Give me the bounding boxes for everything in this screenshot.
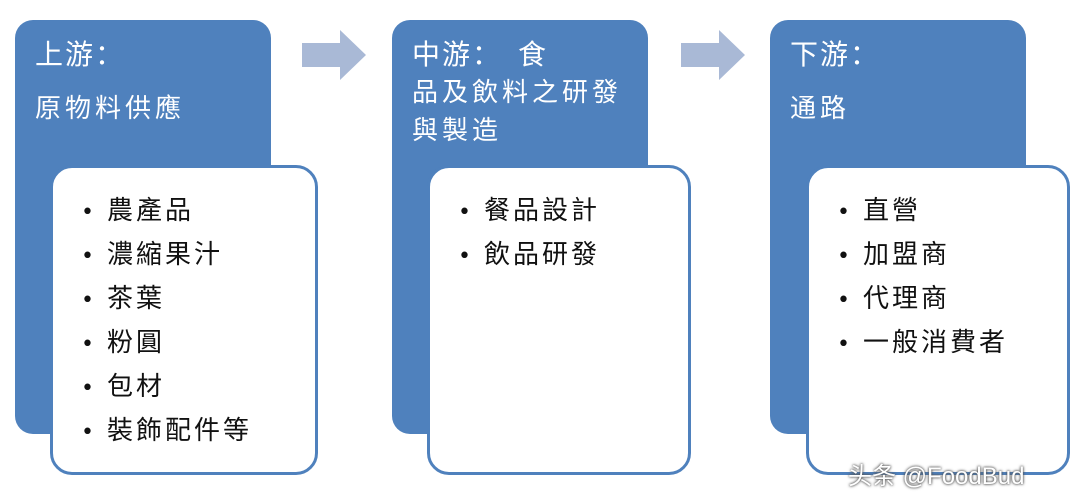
bullet-icon: • [81,376,97,401]
list-item: •茶葉 [81,278,315,322]
bullet-icon: • [837,244,853,269]
midstream-title: 中游： 食 [412,38,549,71]
bullet-icon: • [81,200,97,225]
downstream-item-list: •直營 •加盟商 •代理商 •一般消費者 [809,168,1067,366]
list-item: •粉圓 [81,322,315,366]
list-item: •濃縮果汁 [81,234,315,278]
upstream-subtitle: 原物料供應 [35,94,186,124]
downstream-subtitle: 通路 [790,94,851,124]
upstream-title: 上游： [35,38,126,71]
upstream-item-list: •農產品 •濃縮果汁 •茶葉 •粉圓 •包材 •裝飾配件等 [53,168,315,454]
bullet-icon: • [81,332,97,357]
bullet-icon: • [81,288,97,313]
midstream-item-list: •餐品設計 •飲品研發 [430,168,688,278]
bullet-icon: • [81,244,97,269]
watermark: 头条 @FoodBud [848,463,1025,490]
midstream-items-card: •餐品設計 •飲品研發 [427,165,691,475]
right-arrow-icon [302,30,366,80]
list-item: •餐品設計 [458,190,688,234]
bullet-icon: • [837,288,853,313]
list-item: •一般消費者 [837,322,1067,366]
list-item: •加盟商 [837,234,1067,278]
list-item: •飲品研發 [458,234,688,278]
bullet-icon: • [837,200,853,225]
right-arrow-icon [681,30,745,80]
list-item: •直營 [837,190,1067,234]
upstream-items-card: •農產品 •濃縮果汁 •茶葉 •粉圓 •包材 •裝飾配件等 [50,165,318,475]
midstream-subtitle: 品及飲料之研發與製造 [412,78,623,146]
bullet-icon: • [837,332,853,357]
list-item: •代理商 [837,278,1067,322]
downstream-items-card: •直營 •加盟商 •代理商 •一般消費者 [806,165,1070,475]
bullet-icon: • [81,420,97,445]
list-item: •農產品 [81,190,315,234]
list-item: •裝飾配件等 [81,410,315,454]
list-item: •包材 [81,366,315,410]
bullet-icon: • [458,244,474,269]
bullet-icon: • [458,200,474,225]
downstream-title: 下游： [790,38,881,71]
